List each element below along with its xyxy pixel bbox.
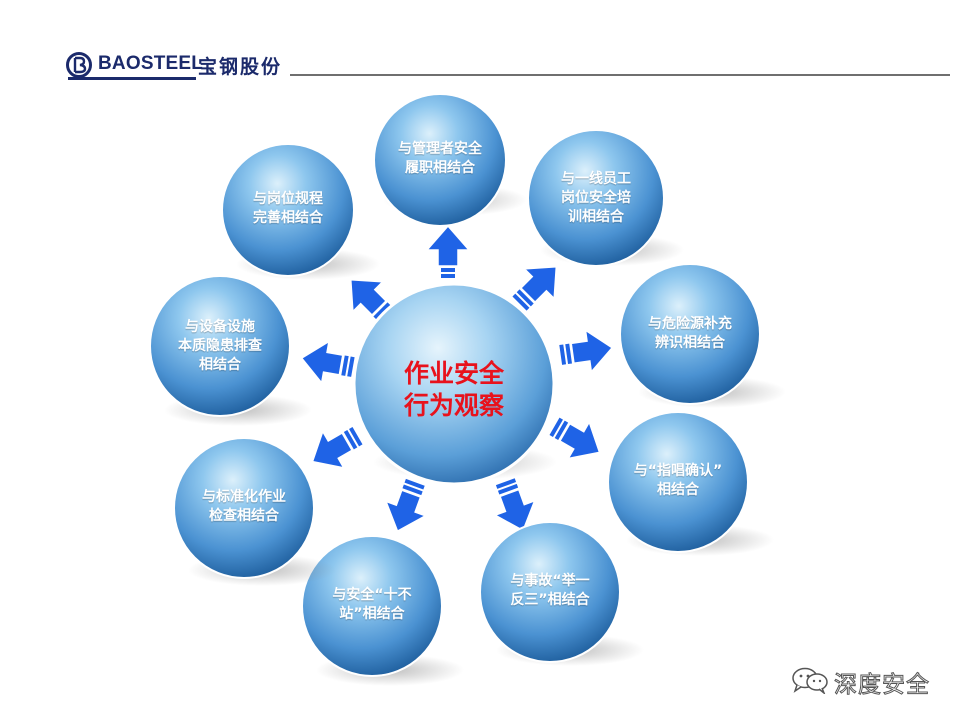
arrow-to-standard [311, 427, 363, 469]
node-mgmt-label: 与管理者安全 履职相结合 [398, 141, 482, 176]
center-label: 作业安全 行为观察 [380, 358, 528, 422]
node-call-sphere [607, 411, 749, 553]
node-procedure-sphere [221, 143, 355, 277]
node-hazard-label: 与危险源补充 辨识相结合 [648, 316, 732, 351]
node-mgmt-sphere [373, 93, 507, 227]
center-line: 行为观察 [403, 391, 504, 420]
node-equipment-label: 与设备设施 本质隐患排查 相结合 [178, 319, 262, 373]
header-divider [290, 74, 950, 76]
node-equipment-sphere [149, 275, 291, 417]
arrow-to-call [549, 417, 601, 460]
arrow-to-mgmt [425, 224, 471, 278]
arrow-to-staff [512, 265, 558, 311]
arrows-group [300, 224, 614, 533]
brand-name-en: BAOSTEEL [98, 53, 204, 74]
center-sphere [352, 282, 556, 486]
watermark: 深度安全 [790, 662, 940, 699]
node-call-label: 与“指唱确认” 相结合 [633, 463, 723, 498]
brand-name-cn: 宝钢股份 [198, 56, 283, 78]
header: BAOSTEEL 宝钢股份 [0, 0, 960, 90]
node-staff-sphere [527, 129, 665, 267]
node-accident-label: 与事故“举一 反三”相结合 [510, 573, 590, 608]
node-tenstop-label: 与安全“十不 站”相结合 [332, 587, 412, 622]
node-standard-sphere [173, 437, 315, 579]
node-hazard-sphere [619, 263, 761, 405]
header-underline [68, 77, 196, 80]
node-standard-label: 与标准化作业 检查相结合 [202, 489, 286, 524]
wechat-icon [792, 667, 828, 694]
arrow-to-accident [493, 478, 536, 532]
outer-nodes [149, 93, 786, 686]
arrow-to-hazard [559, 328, 614, 374]
node-procedure-label: 与岗位规程 完善相结合 [253, 191, 323, 226]
node-staff-label: 与一线员工 岗位安全培 训相结合 [561, 171, 631, 225]
arrow-to-tenstop [384, 478, 428, 533]
arrow-to-equipment [300, 340, 355, 385]
node-tenstop-sphere [301, 535, 443, 677]
baosteel-logo-icon [66, 52, 92, 78]
node-accident-sphere [479, 521, 621, 663]
watermark-text: 深度安全 [834, 672, 930, 699]
center-node [352, 282, 557, 486]
center-line: 作业安全 [403, 359, 504, 388]
